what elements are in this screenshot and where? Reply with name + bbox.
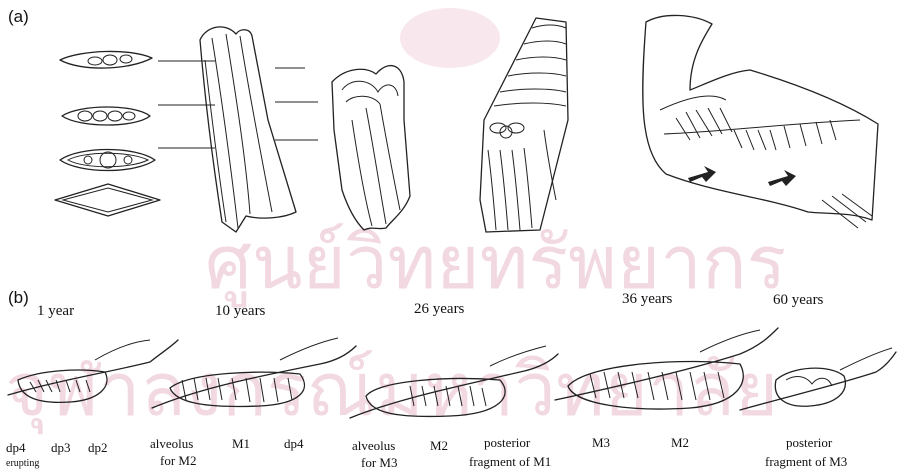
- tooth-label-m3: M3: [592, 435, 610, 450]
- tooth-label-alveolus-m3: alveolus: [352, 438, 395, 453]
- tooth-label-m2-b: M2: [671, 435, 689, 450]
- tooth-label-dp4: dp4: [284, 436, 304, 451]
- tooth-label-alveolus-m3-sub: for M3: [361, 455, 397, 470]
- svg-text:จุฬาลงกรณ์มหาวิทยาลัย: จุฬาลงกรณ์มหาวิทยาลัย: [5, 347, 778, 435]
- panel-b-label: (b): [8, 288, 29, 307]
- age-label-4: 36 years: [622, 291, 673, 307]
- tooth-label-m2-a: M2: [430, 438, 448, 453]
- svg-text:ศูนย์วิทยทรัพยากร: ศูนย์วิทยทรัพยากร: [205, 220, 786, 308]
- age-label-3: 26 years: [414, 301, 465, 317]
- cross-section-3: [60, 150, 155, 171]
- library-watermark: ศูนย์วิทยทรัพยากร จุฬาลงกรณ์มหาวิทยาลัย: [5, 8, 786, 435]
- tooth-label-dp4-erupting: dp4: [6, 440, 26, 455]
- age-label-5: 60 years: [773, 292, 824, 308]
- age-label-1: 1 year: [37, 303, 74, 319]
- tooth-label-dp2: dp2: [88, 440, 108, 455]
- tooth-label-dp3: dp3: [51, 440, 71, 455]
- cross-section-2: [62, 107, 150, 125]
- worn-molar-drawing: [332, 66, 410, 230]
- unworn-molar-drawing: [200, 27, 296, 232]
- tooth-label-m1: M1: [232, 436, 250, 451]
- cross-section-1: [60, 51, 152, 68]
- tooth-label-alveolus-m2: alveolus: [150, 436, 193, 451]
- tooth-label-dp4-erupting-sub: erupting: [6, 458, 39, 469]
- tooth-label-posterior-m1: posterior: [484, 435, 531, 450]
- tooth-label-posterior-m1-sub: fragment of M1: [469, 454, 551, 469]
- cross-section-4: [55, 184, 160, 216]
- tooth-label-alveolus-m2-sub: for M2: [160, 453, 196, 468]
- tooth-label-posterior-m3-sub: fragment of M3: [765, 454, 847, 469]
- age-label-2: 10 years: [215, 303, 266, 319]
- panel-a-label: (a): [8, 7, 29, 26]
- jaw-drawing: [643, 15, 878, 228]
- section-leader-lines: [158, 61, 318, 148]
- tooth-label-posterior-m3: posterior: [786, 435, 833, 450]
- tooth-labels: dp4 erupting dp3 dp2 alveolus for M2 M1 …: [6, 435, 847, 470]
